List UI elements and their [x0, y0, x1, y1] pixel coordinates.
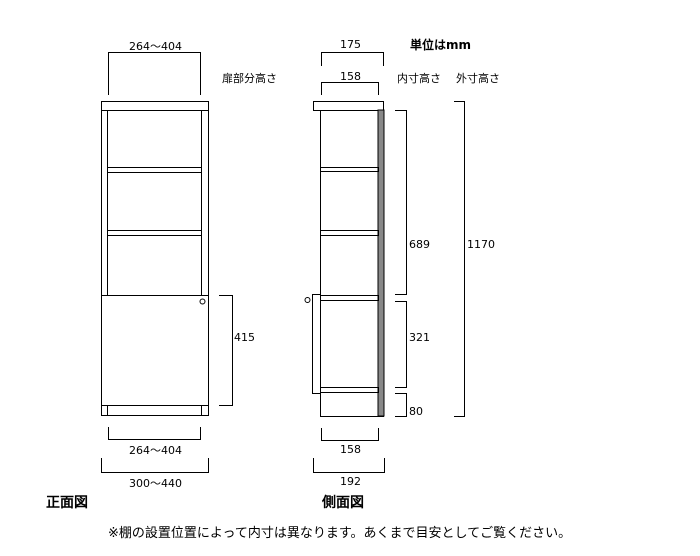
unit-label: 単位はmm [410, 38, 472, 52]
dim-inner-depth-top [321, 82, 379, 95]
dim-inner-upper [395, 110, 407, 295]
dim-outer-height [454, 101, 465, 417]
inner-height-upper: 689 [409, 238, 430, 251]
note: ※棚の設置位置によって内寸は異なります。あくまで目安としてご覧ください。 [108, 526, 572, 541]
dim-top-width [108, 52, 201, 95]
side-top-board [313, 101, 384, 111]
dim-outer-width [101, 458, 209, 473]
dim-inner-depth-bottom [321, 428, 379, 441]
dim-plinth [395, 393, 407, 417]
back-panel [377, 109, 385, 417]
dim-outer-depth [313, 458, 385, 473]
outer-height-label: 外寸高さ [456, 72, 500, 85]
knob-icon [304, 297, 311, 303]
front-view [101, 52, 233, 473]
front-shelf [107, 167, 202, 173]
dim-inner-width [108, 427, 201, 440]
door-height-label: 扉部分高さ [222, 72, 277, 85]
side-view [304, 52, 465, 473]
dim-inner-lower [395, 301, 407, 388]
front-shelf [107, 230, 202, 236]
plinth-height: 80 [409, 405, 423, 418]
outer-height: 1170 [467, 238, 495, 251]
side-view-title: 側面図 [322, 495, 364, 511]
front-top-width: 264〜404 [129, 40, 182, 53]
inner-height-label: 内寸高さ [397, 72, 441, 85]
side-door [312, 294, 320, 394]
side-outer-depth: 192 [340, 475, 361, 488]
inner-height-lower: 321 [409, 331, 430, 344]
front-inner-width: 264〜404 [129, 444, 182, 457]
front-outline [101, 101, 209, 416]
knob-icon [199, 298, 206, 305]
side-inner-depth-top: 158 [340, 70, 361, 83]
side-top-depth: 175 [340, 38, 361, 51]
side-inner-depth-bottom: 158 [340, 443, 361, 456]
front-outer-width: 300〜440 [129, 477, 182, 490]
front-view-title: 正面図 [46, 495, 88, 511]
dim-top-depth [321, 52, 384, 66]
dim-door-height [219, 295, 233, 406]
door-height-value: 415 [234, 331, 255, 344]
